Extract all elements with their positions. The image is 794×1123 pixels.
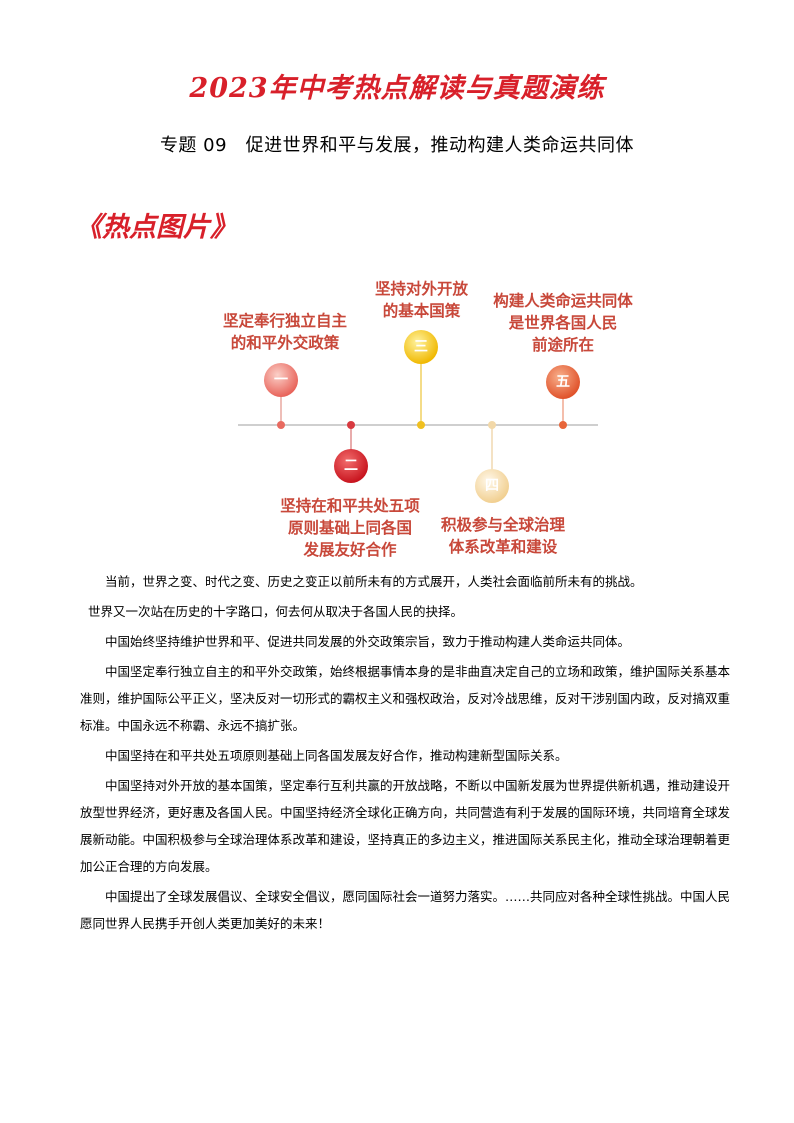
node-label-2: 坚持在和平共处五项 原则基础上同各国 发展友好合作 [280, 497, 420, 559]
circle-num-5: 五 [556, 374, 570, 390]
circle-3 [404, 330, 438, 364]
dot-1 [277, 421, 285, 429]
node-label-4: 积极参与全球治理 体系改革和建设 [440, 516, 565, 556]
circle-num-1: 一 [274, 372, 288, 388]
main-title: 2023年中考热点解读与真题演练 [189, 73, 605, 104]
section-title: 《热点图片》 [75, 212, 237, 243]
paragraph: 中国坚定奉行独立自主的和平外交政策，始终根据事情本身的是非曲直决定自己的立场和政… [80, 664, 731, 733]
circle-1 [264, 363, 298, 397]
node-label-3: 坚持对外开放 的基本国策 [374, 280, 468, 320]
circle-num-3: 三 [414, 339, 428, 355]
timeline-svg [238, 330, 598, 503]
circle-2 [334, 449, 368, 483]
body-text: 当前，世界之变、时代之变、历史之变正以前所未有的方式展开，人类社会面临前所未有的… [80, 568, 740, 940]
paragraph: 中国提出了全球发展倡议、全球安全倡议，愿同国际社会一道努力落实。……共同应对各种… [80, 889, 731, 931]
paragraph: 中国坚持对外开放的基本国策，坚定奉行互利共赢的开放战略，不断以中国新发展为世界提… [80, 778, 731, 874]
paragraph: 世界又一次站在历史的十字路口，何去何从取决于各国人民的抉择。 [88, 604, 464, 619]
dot-5 [559, 421, 567, 429]
paragraph: 中国坚持在和平共处五项原则基础上同各国发展友好合作，推动构建新型国际关系。 [105, 748, 568, 763]
circle-5 [546, 365, 580, 399]
node-label-5: 构建人类命运共同体 是世界各国人民 前途所在 [493, 292, 633, 354]
circle-num-2: 二 [344, 458, 358, 474]
circle-4 [475, 469, 509, 503]
dot-2 [347, 421, 355, 429]
dot-3 [417, 421, 425, 429]
node-label-1: 坚定奉行独立自主 的和平外交政策 [222, 312, 347, 352]
dot-4 [488, 421, 496, 429]
circle-num-4: 四 [485, 478, 499, 494]
paragraph: 中国始终坚持维护世界和平、促进共同发展的外交政策宗旨，致力于推动构建人类命运共同… [105, 634, 631, 649]
timeline-diagram: 一 二 三 四 五 坚定奉行独立自主 的和平外交政策 坚持在和平共处五项 原则基… [0, 270, 794, 570]
subtitle: 专题 09 促进世界和平与发展，推动构建人类命运共同体 [159, 135, 635, 156]
paragraph: 当前，世界之变、时代之变、历史之变正以前所未有的方式展开，人类社会面临前所未有的… [105, 574, 643, 589]
